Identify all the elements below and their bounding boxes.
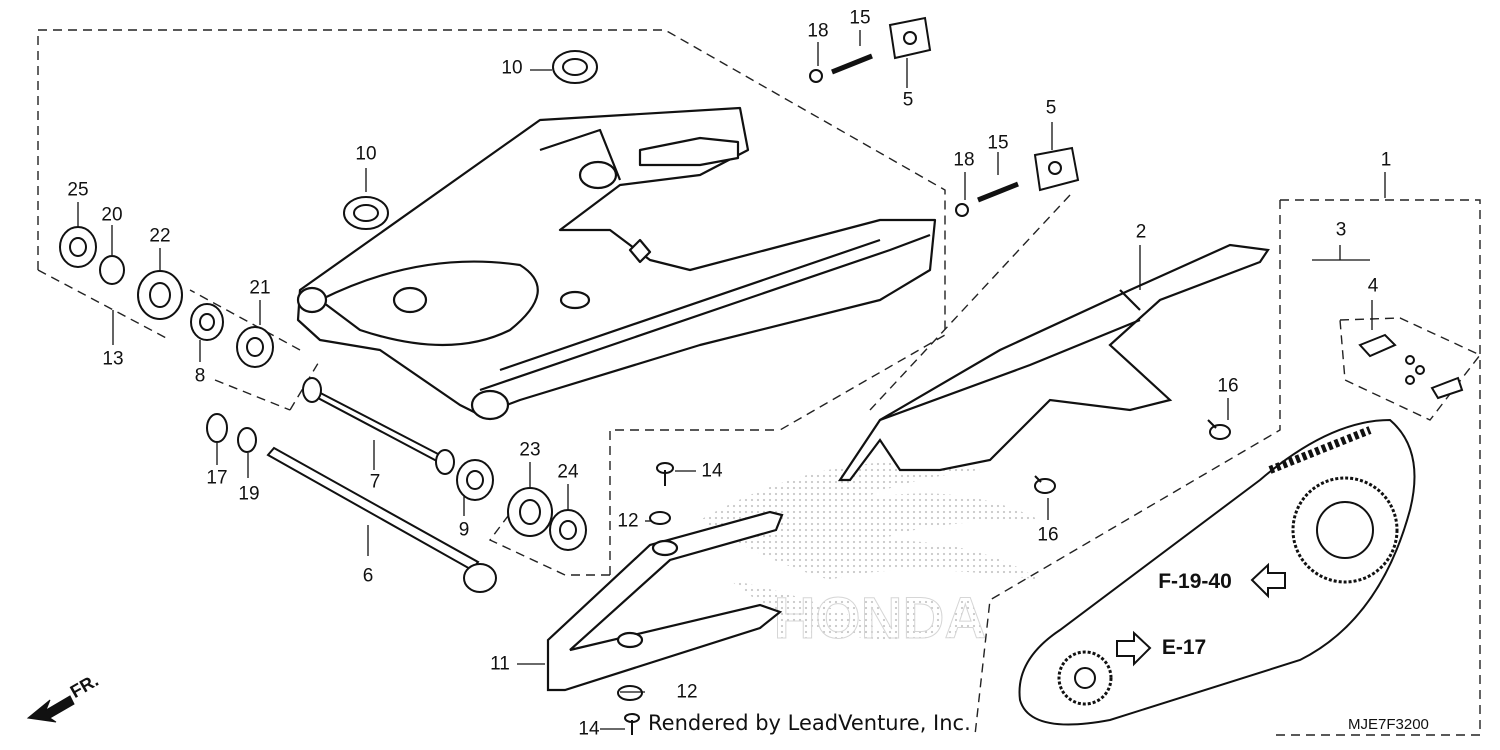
- callout-12a[interactable]: 12: [617, 510, 639, 532]
- honda-text: HONDA: [774, 586, 987, 651]
- callout-6[interactable]: 6: [362, 565, 374, 587]
- bearings: [59, 226, 587, 551]
- chain-guide: [546, 510, 784, 692]
- callout-10b[interactable]: 10: [355, 143, 377, 165]
- dashed-groups: [37, 29, 1482, 736]
- seal-10: [343, 50, 598, 230]
- callout-7[interactable]: 7: [369, 471, 381, 493]
- callout-5a[interactable]: 5: [902, 89, 914, 111]
- callout-23[interactable]: 23: [519, 439, 541, 461]
- callout-12b[interactable]: 12: [676, 681, 698, 703]
- pivot-parts: [266, 377, 497, 593]
- callout-14a[interactable]: 14: [701, 460, 723, 482]
- callout-1[interactable]: 1: [1380, 149, 1392, 171]
- callout-20[interactable]: 20: [101, 204, 123, 226]
- fasteners: [617, 419, 1231, 735]
- swingarm: [296, 106, 937, 421]
- chain-case: [837, 243, 1270, 482]
- callout-5b[interactable]: 5: [1045, 97, 1057, 119]
- callout-8[interactable]: 8: [194, 365, 206, 387]
- credit-text: Rendered by LeadVenture, Inc.: [648, 711, 971, 735]
- callout-15b[interactable]: 15: [987, 132, 1009, 154]
- callout-2[interactable]: 2: [1135, 221, 1147, 243]
- reference-f-19-40[interactable]: F-19-40: [1158, 570, 1232, 593]
- callout-10a[interactable]: 10: [501, 57, 523, 79]
- callout-16a[interactable]: 16: [1217, 375, 1239, 397]
- callout-22[interactable]: 22: [149, 225, 171, 247]
- callout-21[interactable]: 21: [249, 277, 271, 299]
- callout-18a[interactable]: 18: [807, 20, 829, 42]
- master-link: [1358, 333, 1464, 400]
- adjusters: [809, 16, 1080, 217]
- leader-lines: [77, 30, 1386, 730]
- honda-watermark: HONDA: [700, 461, 1040, 652]
- callout-19[interactable]: 19: [238, 483, 260, 505]
- callout-14b[interactable]: 14: [578, 718, 600, 740]
- callout-16b[interactable]: 16: [1037, 524, 1059, 546]
- callout-4[interactable]: 4: [1367, 275, 1379, 297]
- callout-24[interactable]: 24: [557, 461, 579, 483]
- callout-25[interactable]: 25: [67, 179, 89, 201]
- callout-15a[interactable]: 15: [849, 7, 871, 29]
- callout-17[interactable]: 17: [206, 467, 228, 489]
- diagram-code: MJE7F3200: [1348, 716, 1429, 733]
- reference-e-17[interactable]: E-17: [1161, 636, 1207, 659]
- callout-3[interactable]: 3: [1335, 219, 1347, 241]
- callout-11[interactable]: 11: [490, 653, 510, 675]
- callout-18b[interactable]: 18: [953, 149, 975, 171]
- reference-arrows: [1116, 562, 1286, 667]
- callout-9[interactable]: 9: [458, 519, 470, 541]
- front-arrow-icon: [26, 695, 75, 723]
- callout-13[interactable]: 13: [102, 348, 124, 370]
